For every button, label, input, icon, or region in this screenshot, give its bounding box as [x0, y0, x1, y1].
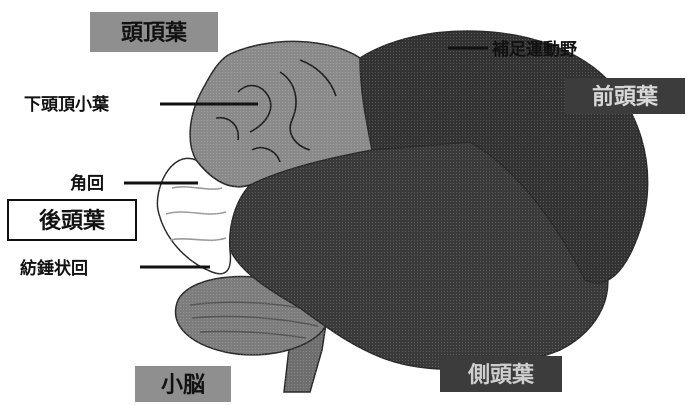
label-text-parietal: 頭頂葉: [121, 21, 188, 46]
label-text-occipital: 後頭葉: [39, 208, 106, 234]
label-temporal: 側頭葉: [440, 356, 562, 392]
label-supplementary-motor: 補足運動野: [491, 39, 577, 60]
label-inferior-parietal: 下頭頂小葉: [24, 94, 110, 115]
label-angular-gyrus: 角回: [70, 173, 104, 194]
label-text-cerebellum: 小脳: [161, 373, 205, 398]
label-occipital: 後頭葉: [8, 200, 136, 240]
label-text-temporal: 側頭葉: [467, 363, 535, 388]
label-cerebellum: 小脳: [135, 366, 231, 402]
label-parietal: 頭頂葉: [90, 12, 218, 52]
label-fusiform-gyrus: 紡錘状回: [20, 258, 88, 279]
label-text-frontal: 前頭葉: [592, 84, 659, 110]
label-frontal: 前頭葉: [565, 78, 685, 114]
